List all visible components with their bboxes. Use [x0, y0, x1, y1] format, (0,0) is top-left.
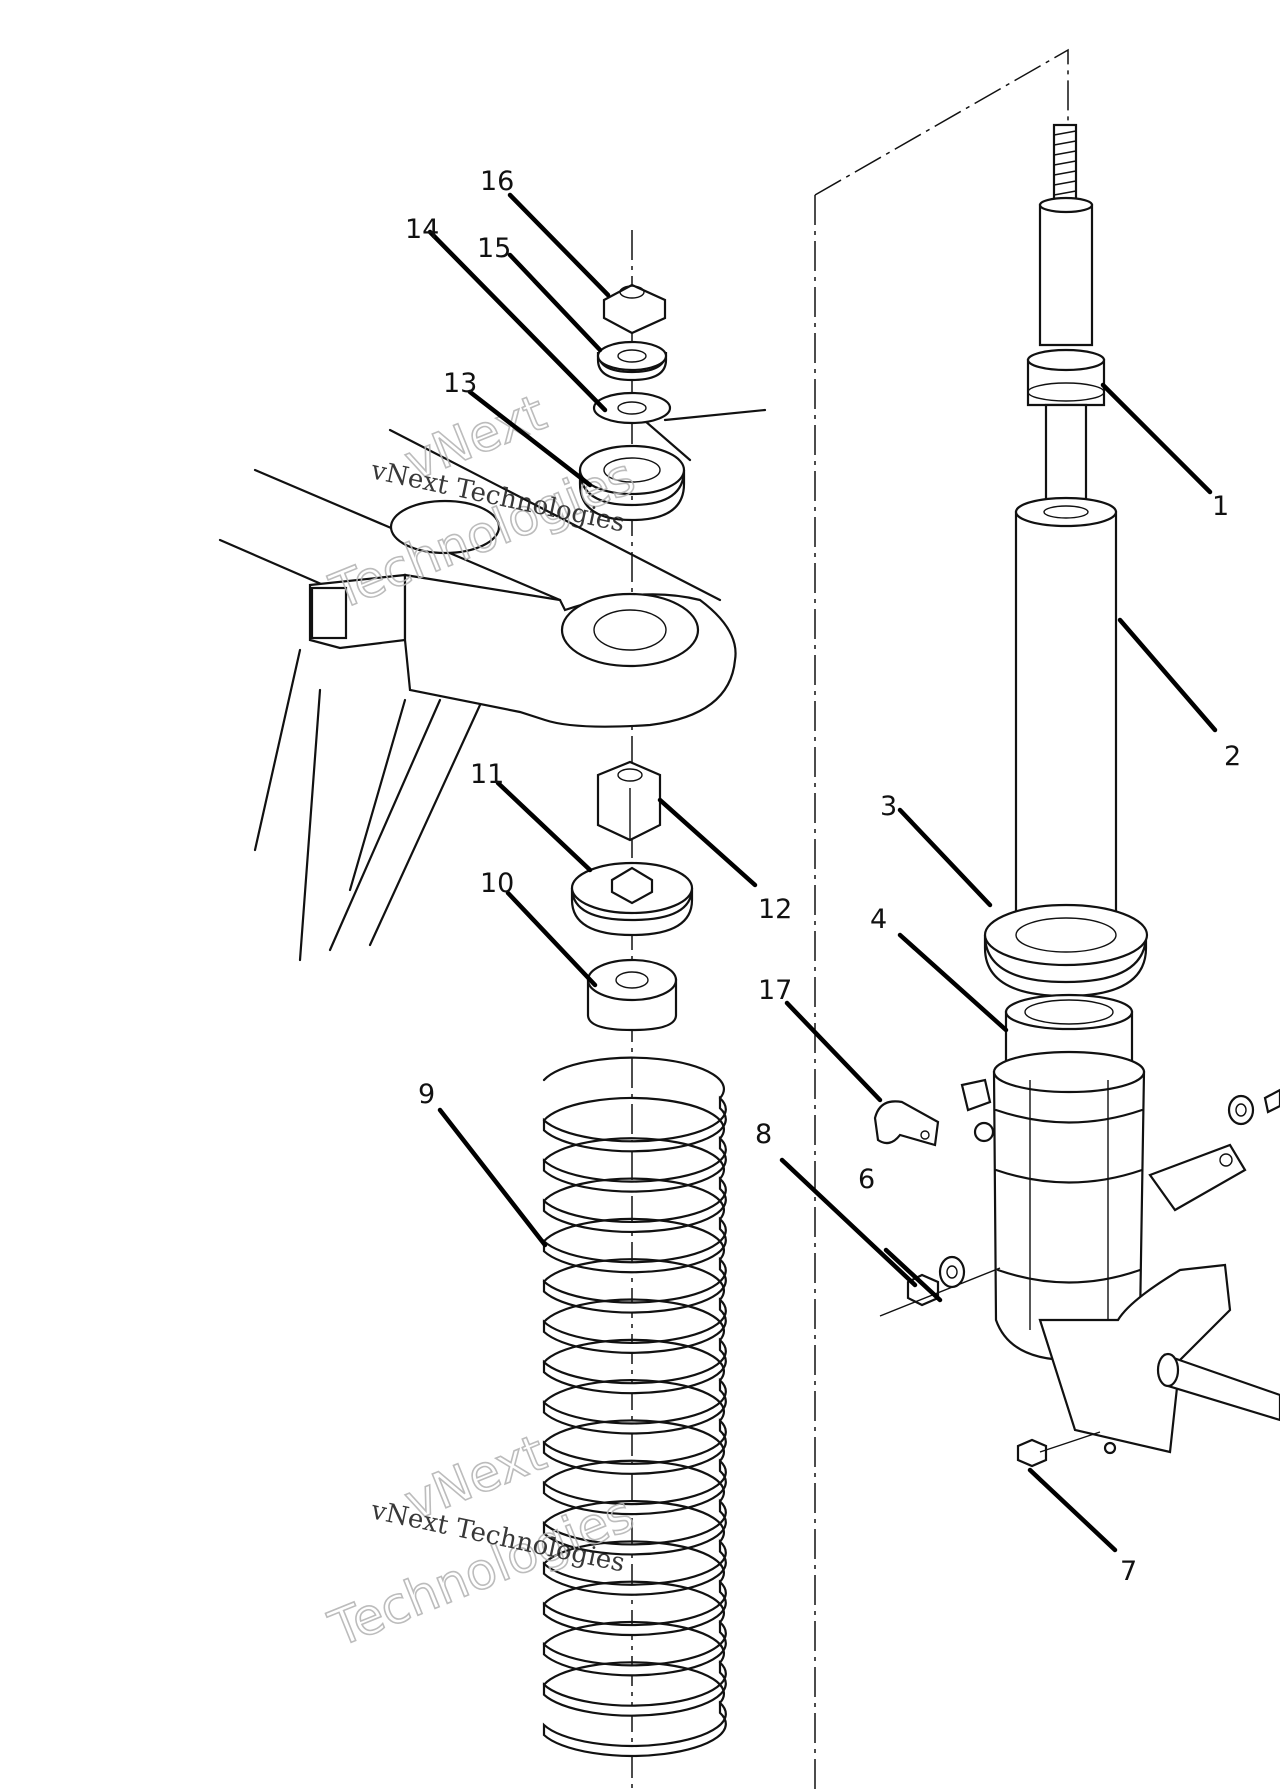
steering-tab [1148, 1143, 1247, 1212]
upper-rod [1038, 203, 1094, 347]
clamp-bolt-head [960, 1078, 992, 1112]
callout-11: 11 [470, 759, 504, 790]
spring-seat [983, 903, 1149, 998]
strut-assembly [1014, 123, 1118, 942]
washer-15 [596, 340, 668, 372]
callout-8: 8 [755, 1119, 772, 1150]
steering-knuckle [960, 993, 1280, 1455]
spring-coil-back [542, 1096, 725, 1140]
spring-coil-back [542, 1298, 725, 1342]
strut-tube [1014, 510, 1118, 942]
callout-16: 16 [480, 166, 514, 197]
coil-spring [542, 1056, 727, 1757]
spring-coil-back [542, 1580, 725, 1624]
spring-coil-front [542, 1660, 727, 1717]
hex-bolt [1016, 1438, 1048, 1468]
spring-coil-front [542, 1135, 727, 1193]
spring-coil-back [542, 1258, 725, 1301]
spring-coil-back [542, 1621, 725, 1664]
spring-coil-back [542, 1338, 725, 1382]
callout-4: 4 [870, 904, 887, 935]
callout-6: 6 [858, 1164, 875, 1195]
lock-washer [938, 1255, 966, 1289]
callout-leaders [427, 192, 1218, 1553]
spring-coil-back [542, 1661, 725, 1704]
spring-coil-back [542, 1217, 725, 1261]
callout-3: 3 [880, 791, 897, 822]
spring-coil-front [542, 1418, 727, 1475]
spring-coil-back [542, 1379, 725, 1422]
spring-coil-back [542, 1419, 725, 1463]
spring-coil-front [542, 1579, 727, 1637]
lower-rod [1044, 403, 1088, 502]
spring-coil-back [542, 1459, 725, 1503]
hose-clip [873, 1100, 940, 1147]
spring-coil-back [542, 1500, 725, 1543]
callout-7: 7 [1120, 1556, 1137, 1587]
spring-coil-front [542, 1297, 727, 1354]
spring-coil-front [542, 1458, 727, 1516]
spring-coil-front [542, 1256, 727, 1314]
lower-stack [570, 760, 694, 1032]
callout-14: 14 [405, 214, 439, 245]
callout-9: 9 [418, 1079, 435, 1110]
top-nut [602, 283, 667, 335]
hex-nut [906, 1273, 940, 1307]
spring-coil-front [542, 1539, 727, 1596]
spring-coil-front [542, 1377, 727, 1435]
spring-coil-front [542, 1337, 727, 1395]
spring-coil-front [542, 1619, 727, 1677]
spindle [1163, 1353, 1280, 1422]
spring-coil-back [542, 1056, 725, 1100]
edge-hardware [1227, 1088, 1280, 1126]
callout-2: 2 [1224, 741, 1241, 772]
spring-coil-back [542, 1177, 725, 1221]
washer-14 [592, 391, 672, 425]
frame-hole [389, 499, 501, 555]
callout-15: 15 [477, 233, 511, 264]
spring-coil-back [542, 1540, 725, 1583]
disc-13 [578, 444, 686, 496]
upper-stack [578, 283, 686, 522]
spring-coil-back [542, 1137, 725, 1180]
callout-1: 1 [1212, 491, 1229, 522]
spring-coil-front [542, 1095, 727, 1153]
callout-17: 17 [758, 975, 792, 1006]
callout-labels: 1 2 3 4 6 7 8 9 10 11 12 13 14 15 16 17 [405, 166, 1241, 1587]
spacer-12 [596, 760, 662, 842]
callout-12: 12 [758, 894, 792, 925]
spring-coil-front [542, 1216, 727, 1274]
frame-arm [218, 393, 767, 962]
callout-13: 13 [443, 368, 477, 399]
callout-10: 10 [480, 868, 514, 899]
spring-coil-front [542, 1700, 727, 1757]
spring-coil-front [542, 1176, 727, 1233]
spring-coil-front [542, 1498, 727, 1556]
small-hardware [873, 1100, 1101, 1468]
